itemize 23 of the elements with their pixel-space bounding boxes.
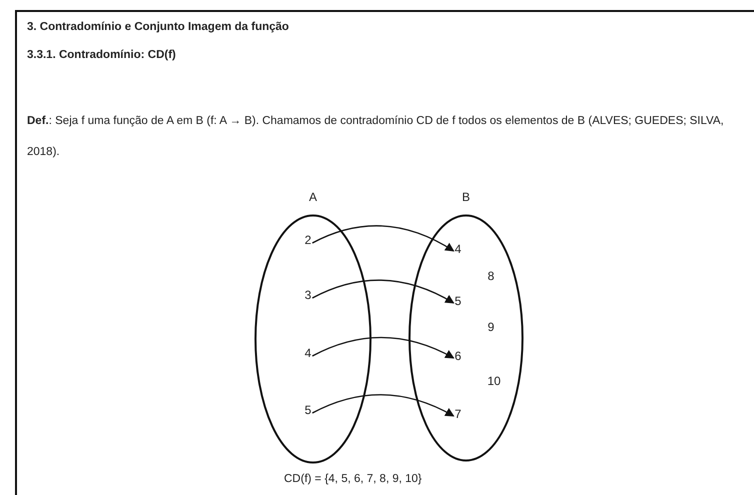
arrow (312, 394, 454, 417)
set-name: B (462, 190, 470, 204)
element-number: 7 (454, 407, 462, 421)
set-name: A (309, 190, 317, 204)
element-number: 5 (454, 294, 462, 308)
arrow (312, 225, 454, 252)
formula-text: CD(f) = {4, 5, 6, 7, 8, 9, 10} (284, 472, 423, 487)
set-ellipse (254, 190, 372, 464)
element-number: 5 (304, 403, 312, 417)
element-number: 3 (304, 288, 312, 302)
element-number: 4 (304, 346, 312, 360)
subsection-heading: 3.3.1. Contradomínio: CD(f) (27, 48, 177, 63)
element-number: 2 (304, 233, 312, 247)
arrow (312, 280, 454, 304)
element-number: 6 (454, 349, 462, 363)
element-number: 10 (487, 374, 501, 388)
element-number: 9 (488, 320, 494, 334)
arrow (312, 336, 454, 359)
element-number: 8 (488, 269, 494, 283)
set-ellipse (408, 190, 524, 462)
element-number: 4 (454, 242, 462, 256)
section-heading: 3. Contradomínio e Conjunto Imagem da função (27, 20, 290, 35)
definition-paragraph: Def.: Seja f uma função de A em B (f: A → B). Chamamos de contradomínio CD de f todos os elementos de B (ALVES; GUEDES; SILVA, 2018). (27, 114, 725, 160)
